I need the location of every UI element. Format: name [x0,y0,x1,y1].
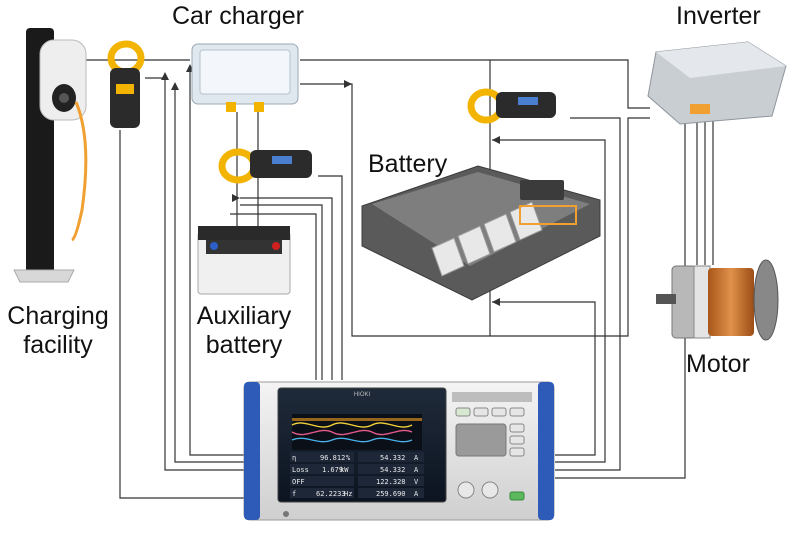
dial-knob[interactable] [481,481,499,499]
reading-unit: V [414,478,419,486]
reading-unit: A [414,466,419,474]
reading-label: f [292,490,296,498]
current-clamp-icon [107,40,145,128]
dial-knob[interactable] [457,481,475,499]
reading-unit: A [414,490,419,498]
charging-facility-label-line1: Charging [7,302,109,330]
motor-icon [656,259,779,341]
reading-label: Loss [292,466,309,474]
car-charger-icon [191,43,299,112]
auxiliary-battery-label-line1: Auxiliary [196,302,292,330]
reading-value: 1.679 [322,466,343,474]
battery-pack-icon [361,165,601,301]
reading-value: 54.332 [380,454,405,462]
readings-left: η 96.812 % Loss 1.679 kW OFF f 62.2233 H… [290,452,354,498]
analyzer-brand: HIOKI [354,392,371,398]
charging-facility-label: Charging facility [2,302,114,360]
power-switch[interactable] [283,511,289,517]
panel-button[interactable] [473,407,489,417]
reading-value: 122.328 [376,478,406,486]
charging-station-icon [13,28,88,283]
panel-button[interactable] [509,423,525,433]
battery-label: Battery [368,150,448,178]
start-button[interactable] [509,491,525,501]
reading-value: 259.690 [376,490,406,498]
inverter-label: Inverter [676,2,761,30]
reading-unit: Hz [344,490,352,498]
power-analyzer: HIOKI η 96.812 % Loss 1.679 kW OFF f 62.… [243,381,555,521]
panel-button[interactable] [509,407,525,417]
motor-label: Motor [686,350,750,378]
inverter-icon [647,41,787,125]
reading-unit: kW [340,466,349,474]
panel-button[interactable] [455,407,471,417]
reading-label: OFF [292,478,305,486]
reading-value: 96.812 [320,454,345,462]
panel-button[interactable] [509,447,525,457]
control-panel [452,392,532,501]
current-clamp-icon [467,88,556,124]
panel-button[interactable] [509,435,525,445]
auxiliary-battery-label: Auxiliary battery [186,302,302,360]
reading-unit: % [346,454,351,462]
current-clamp-icon [218,148,312,184]
charging-facility-label-line2: facility [23,331,93,359]
reading-label: η [292,454,296,462]
auxiliary-battery-label-line2: battery [205,331,283,359]
reading-value: 54.332 [380,466,405,474]
readings-right: 54.332 A 54.332 A 122.328 V 259.690 A [358,452,424,498]
auxiliary-battery-icon [197,226,291,295]
panel-button[interactable] [491,407,507,417]
car-charger-label: Car charger [172,2,304,30]
arrow-heads [161,64,500,306]
reading-value: 62.2233 [316,490,346,498]
waveform [291,422,413,443]
reading-unit: A [414,454,419,462]
wiring [82,59,714,499]
